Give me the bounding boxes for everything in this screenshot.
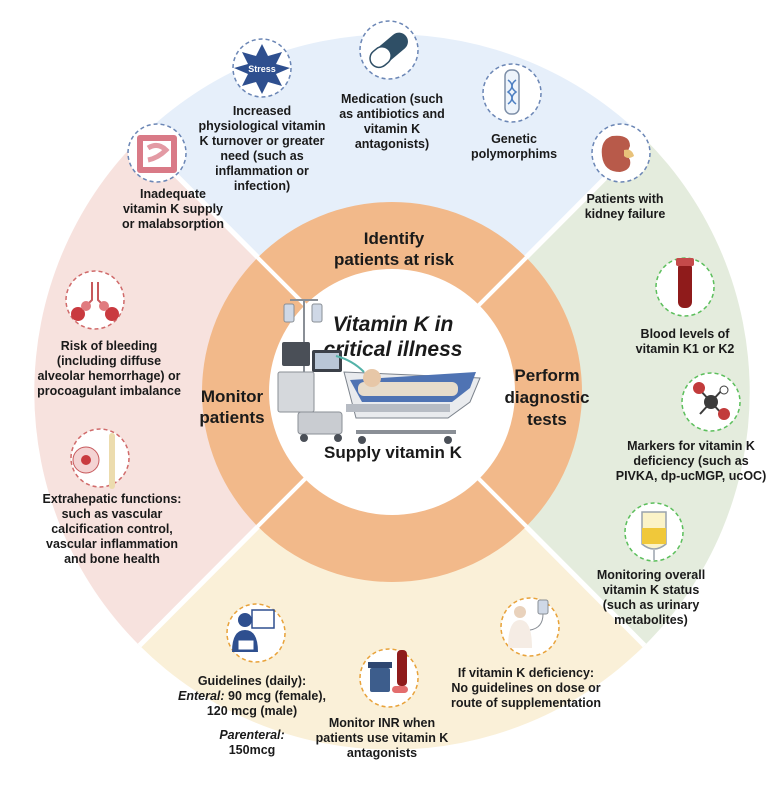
label-bleeding-line: alveolar hemorrhage) or [37, 369, 180, 383]
icu-bed-icon [277, 299, 481, 444]
guidelines-parenteral-value: 150mcg [229, 743, 276, 757]
reading-person-icon [232, 609, 275, 652]
center-title-line1: Vitamin K in [333, 313, 454, 336]
svg-text:Stress: Stress [248, 64, 276, 74]
label-blood-levels-line: vitamin K1 or K2 [636, 342, 735, 356]
label-turnover-line: physiological vitamin [198, 119, 325, 133]
label-deficiency-line: If vitamin K deficiency: [458, 666, 594, 680]
label-markers-line: Markers for vitamin K [627, 439, 755, 453]
lungs-icon [71, 282, 119, 321]
label-genetic-line: polymorphims [471, 147, 557, 161]
label-overall-status-line: metabolites) [614, 613, 688, 627]
label-extrahepatic-line: such as vascular [62, 507, 163, 521]
label-extrahepatic-line: and bone health [64, 552, 160, 566]
label-malabsorption-line: vitamin K supply [123, 202, 223, 216]
label-kidney-line: Patients with [586, 192, 663, 206]
label-overall-status-line: Monitoring overall [597, 568, 705, 582]
ring-monitor-line1: Monitor [201, 387, 264, 406]
ring-identify-line2: patients at risk [334, 250, 455, 269]
ring-perform-line2: diagnostic [504, 388, 589, 407]
label-monitor-inr-line: Monitor INR when [329, 716, 435, 730]
label-turnover-line: infection) [234, 179, 290, 193]
label-markers-line: deficiency (such as [633, 454, 748, 468]
label-bleeding-line: Risk of bleeding [61, 339, 158, 353]
label-bleeding-line: (including diffuse [57, 354, 161, 368]
label-genetic-line: Genetic [491, 132, 537, 146]
stress-badge-icon: Stress [234, 44, 290, 94]
label-medication-line: as antibiotics and [339, 107, 445, 121]
label-overall-status-line: (such as urinary [603, 598, 700, 612]
ring-perform-line3: tests [527, 410, 567, 429]
label-turnover-line: Increased [233, 104, 291, 118]
label-extrahepatic-line: calcification control, [51, 522, 173, 536]
ring-supply: Supply vitamin K [324, 443, 463, 462]
label-monitor-inr-line: antagonists [347, 746, 417, 760]
kidney-icon [601, 135, 634, 172]
label-deficiency-line: route of supplementation [451, 696, 601, 710]
label-extrahepatic-line: Extrahepatic functions: [43, 492, 182, 506]
icon-ring [65, 270, 125, 330]
ring-monitor-line2: patients [199, 408, 264, 427]
iv-bag-icon [641, 511, 667, 560]
guidelines-enteral-male: 120 mcg (male) [207, 704, 297, 718]
label-extrahepatic-line: vascular inflammation [46, 537, 178, 551]
label-overall-status-line: vitamin K status [603, 583, 700, 597]
intestine-icon [137, 135, 177, 173]
label-turnover-line: K turnover or greater [199, 134, 324, 148]
label-turnover-line: need (such as [220, 149, 303, 163]
icon-ring [127, 123, 187, 183]
medication-icon [368, 650, 408, 693]
ring-perform-line1: Perform [514, 366, 579, 385]
label-malabsorption-line: or malabsorption [122, 217, 224, 231]
label-turnover-line: inflammation or [215, 164, 309, 178]
blood-tube-icon [676, 258, 694, 308]
iv-patient-icon [508, 599, 549, 648]
label-monitor-inr-line: patients use vitamin K [316, 731, 449, 745]
guidelines-title: Guidelines (daily): [198, 674, 306, 688]
ring-identify-line1: Identify [364, 229, 425, 248]
label-medication-line: vitamin K [364, 122, 420, 136]
guidelines-parenteral-label: Parenteral: [219, 728, 284, 742]
label-deficiency-line: No guidelines on dose or [451, 681, 600, 695]
label-markers-line: PIVKA, dp-ucMGP, ucOC) [616, 469, 766, 483]
molecule-icon [693, 382, 730, 420]
capsule-icon [369, 32, 408, 69]
bone-icon [72, 433, 115, 489]
label-blood-levels-line: Blood levels of [641, 327, 731, 341]
label-medication-line: antagonists) [355, 137, 429, 151]
center-title-line2: critical illness [324, 338, 463, 361]
dna-test-tube-icon [504, 69, 520, 115]
guidelines-enteral: Enteral: 90 mcg (female), [178, 689, 326, 703]
label-medication-line: Medication (such [341, 92, 443, 106]
label-kidney-line: kidney failure [585, 207, 666, 221]
label-malabsorption-line: Inadequate [140, 187, 206, 201]
label-bleeding-line: procoagulant imbalance [37, 384, 181, 398]
